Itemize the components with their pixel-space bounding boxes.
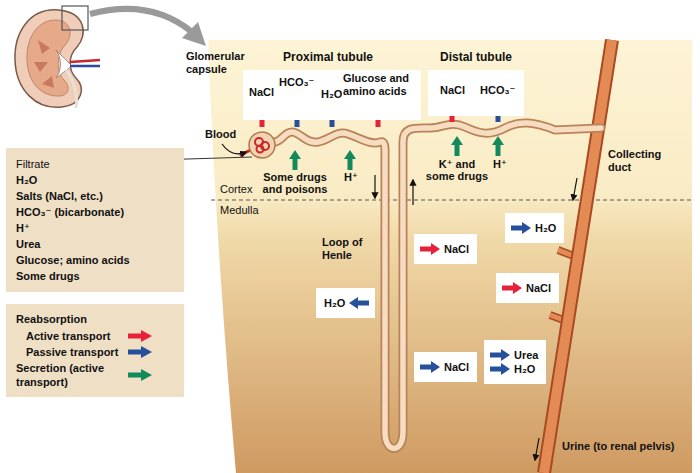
transport-box: NaCl <box>414 352 477 382</box>
legend-heading: Reabsorption <box>16 311 176 327</box>
legend-swatch <box>126 345 154 359</box>
substance-text: Glucose and amino acids <box>343 72 413 98</box>
substance-text: H₂O <box>321 88 342 101</box>
substance-text: H₂O <box>16 172 174 188</box>
transport-box: UreaH₂O <box>484 340 546 384</box>
legend-text: Passive transport <box>26 345 126 359</box>
legend-swatch <box>126 329 154 343</box>
legend-arrow <box>128 346 152 358</box>
flow-arrow <box>374 175 375 198</box>
legend-box: ReabsorptionActive transportPassive tran… <box>6 304 184 397</box>
reabsorption-panel: NaCl HCO₃⁻ H₂OGlucose and amino acids <box>243 70 421 120</box>
substance-text: NaCl <box>444 360 469 374</box>
secretion-arrow <box>344 150 356 170</box>
substance-text: NaCl <box>526 281 551 295</box>
secretion-arrow <box>451 136 463 156</box>
substance-text: H₂O <box>324 296 345 310</box>
flow-arrow <box>535 438 539 460</box>
filtrate-box: FiltrateH₂OSalts (NaCl, etc.)HCO₃⁻ (bica… <box>6 148 184 292</box>
substance-text: NaCl <box>444 242 469 256</box>
flow-arrow <box>573 178 577 200</box>
substance-text: HCO₃⁻ (bicarbonate) <box>16 204 174 220</box>
structure-label: Glomerular capsule <box>186 50 250 76</box>
substance-text: H₂O <box>514 362 538 376</box>
substance-text: Salts (NaCl, etc.) <box>16 188 174 204</box>
transport-box: NaCl <box>414 234 477 264</box>
substance-text: HCO₃⁻ <box>279 76 314 89</box>
ureter <box>66 70 77 108</box>
secreted-substance: Some drugs and poisons <box>260 171 330 195</box>
transport-box: H₂O <box>316 288 375 318</box>
substance-text: HCO₃⁻ <box>480 84 515 97</box>
secretion-arrow <box>492 136 504 156</box>
renal-pyramid <box>38 40 50 54</box>
region-heading: Distal tubule <box>440 50 512 64</box>
legend-arrow <box>128 330 152 342</box>
secretion-arrow <box>289 150 301 170</box>
kidney-outline <box>15 10 83 107</box>
legend-row: Passive transport <box>16 345 176 359</box>
substance-text: NaCl <box>440 84 465 97</box>
structure-label: Blood <box>205 128 236 141</box>
zoom-arrowhead <box>182 22 206 46</box>
zone-label: Medulla <box>220 204 259 217</box>
substance-text: NaCl <box>249 86 274 99</box>
renal-pyramid <box>34 62 48 72</box>
legend-text: Active transport <box>26 329 126 343</box>
region-heading: Proximal tubule <box>283 50 373 64</box>
structure-label: Loop of Henle <box>322 236 372 262</box>
legend-text: Secretion (active transport) <box>16 361 126 389</box>
structure-label: Urine (to renal pelvis) <box>562 440 674 453</box>
transport-box: H₂O <box>505 213 564 243</box>
legend-row: Active transport <box>16 329 176 343</box>
glomerulus <box>257 146 264 153</box>
legend-row: Secretion (active transport) <box>16 361 176 389</box>
substance-text: Glucose; amino acids <box>16 252 174 268</box>
transport-box: NaCl <box>496 273 559 303</box>
cortex-medulla-boundary <box>211 200 692 201</box>
collecting-duct <box>544 40 612 473</box>
secreted-substance: H⁺ <box>493 158 507 171</box>
box-heading: Filtrate <box>16 156 174 172</box>
secreted-substance: K⁺ and some drugs <box>424 158 490 182</box>
zoom-arrow <box>90 9 192 32</box>
substance-text: Some drugs <box>16 268 174 284</box>
secreted-substance: H⁺ <box>344 171 358 184</box>
blood-flow-arrow <box>222 144 246 154</box>
zoom-box <box>62 6 88 30</box>
tissue-panel <box>208 40 692 473</box>
substance-text: Urea <box>16 236 174 252</box>
reabsorption-panel: NaCl HCO₃⁻ <box>428 70 524 116</box>
substance-text: Urea <box>514 348 538 362</box>
flow-arrow <box>412 180 413 205</box>
renal-pyramid <box>42 76 54 88</box>
substance-text: H⁺ <box>16 220 174 236</box>
legend-swatch <box>126 368 154 382</box>
glomerular-capsule <box>249 132 275 158</box>
legend-arrow <box>128 369 152 381</box>
collecting-duct <box>544 40 612 473</box>
zone-label: Cortex <box>220 183 252 196</box>
structure-label: Collecting duct <box>608 148 670 174</box>
substance-text: H₂O <box>535 221 556 235</box>
renal-artery <box>70 60 100 62</box>
renal-vein <box>70 65 100 68</box>
